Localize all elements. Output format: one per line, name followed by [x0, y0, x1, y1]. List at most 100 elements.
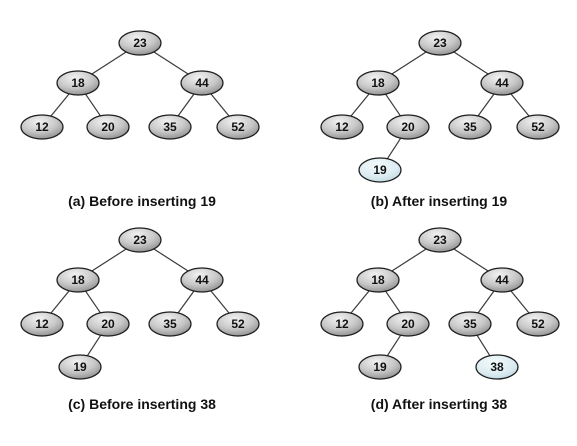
tree-node-23: 23 [418, 227, 462, 253]
tree-node-23: 23 [418, 30, 462, 56]
node-oval [418, 227, 462, 253]
node-oval [386, 114, 430, 140]
tree-edge-44-35 [477, 290, 495, 314]
node-oval [56, 267, 100, 293]
node-oval [180, 70, 224, 96]
node-value: 23 [133, 36, 147, 50]
tree-node-18: 18 [56, 267, 100, 293]
node-value: 44 [495, 76, 509, 90]
node-value: 52 [231, 120, 245, 134]
tree-edge-44-52 [210, 93, 230, 117]
node-value: 12 [35, 317, 49, 331]
node-value: 12 [335, 317, 349, 331]
node-oval [358, 354, 402, 380]
node-oval [320, 114, 364, 140]
tree-edge-44-35 [177, 93, 195, 117]
tree-edge-23-44 [153, 248, 189, 272]
tree-edge-23-44 [153, 51, 189, 75]
tree-node-52: 52 [216, 311, 260, 337]
tree-edge-18-20 [85, 290, 101, 314]
tree-edge-18-20 [385, 290, 401, 314]
tree-node-44: 44 [480, 70, 524, 96]
node-oval [20, 114, 64, 140]
tree-node-52: 52 [516, 311, 560, 337]
tree-node-19: 19 [358, 354, 402, 380]
node-oval [480, 267, 524, 293]
tree-node-20: 20 [386, 311, 430, 337]
panel-c-caption: (c) Before inserting 38 [68, 396, 216, 412]
tree-node-35: 35 [148, 311, 192, 337]
tree-edge-35-38 [476, 334, 491, 357]
node-oval [58, 354, 102, 380]
tree-edge-44-52 [510, 290, 530, 314]
tree-edge-44-35 [177, 290, 195, 314]
node-value: 20 [101, 120, 115, 134]
node-oval [216, 114, 260, 140]
tree-edge-23-18 [391, 51, 427, 75]
tree-node-44: 44 [480, 267, 524, 293]
node-value: 52 [231, 317, 245, 331]
panel-a: 23 18 44 12 20 35 52 (a) Before inserting 19 [20, 30, 260, 209]
panel-b-edges [350, 51, 530, 160]
tree-node-44: 44 [180, 267, 224, 293]
tree-edge-44-35 [477, 93, 495, 117]
node-value: 35 [163, 120, 177, 134]
tree-edge-18-12 [350, 93, 370, 117]
tree-edge-23-18 [391, 248, 427, 272]
node-oval [448, 311, 492, 337]
tree-node-20: 20 [86, 311, 130, 337]
node-value: 12 [335, 120, 349, 134]
tree-node-12: 12 [320, 311, 364, 337]
tree-edge-44-52 [210, 290, 230, 314]
node-oval [86, 311, 130, 337]
panel-d-caption: (d) After inserting 38 [371, 396, 508, 412]
node-oval [448, 114, 492, 140]
tree-edge-20-19 [86, 334, 102, 357]
panel-a-caption: (a) Before inserting 19 [68, 193, 216, 209]
tree-node-52: 52 [516, 114, 560, 140]
node-oval [20, 311, 64, 337]
tree-node-12: 12 [20, 114, 64, 140]
tree-node-35: 35 [148, 114, 192, 140]
tree-node-12: 12 [320, 114, 364, 140]
node-value: 35 [463, 317, 477, 331]
tree-node-23: 23 [118, 30, 162, 56]
node-value: 44 [195, 273, 209, 287]
node-oval [148, 114, 192, 140]
tree-node-19: 19 [358, 157, 402, 183]
inserted-node-oval [475, 354, 519, 380]
panel-a-nodes: 23 18 44 12 20 35 52 [20, 30, 260, 140]
tree-edge-23-18 [91, 51, 127, 75]
tree-node-18: 18 [56, 70, 100, 96]
tree-node-44: 44 [180, 70, 224, 96]
tree-edge-18-20 [85, 93, 101, 117]
node-value: 35 [163, 317, 177, 331]
node-value: 18 [371, 76, 385, 90]
tree-edge-23-44 [453, 248, 489, 272]
panel-a-edges [50, 51, 230, 117]
tree-edge-18-12 [50, 93, 70, 117]
node-value: 52 [531, 120, 545, 134]
node-value: 23 [433, 233, 447, 247]
node-value: 52 [531, 317, 545, 331]
tree-node-18: 18 [356, 70, 400, 96]
node-value: 20 [401, 317, 415, 331]
node-value: 18 [71, 76, 85, 90]
tree-node-12: 12 [20, 311, 64, 337]
node-value: 44 [195, 76, 209, 90]
node-oval [516, 311, 560, 337]
node-value: 18 [71, 273, 85, 287]
node-value: 38 [490, 360, 504, 374]
node-oval [386, 311, 430, 337]
tree-node-19: 19 [58, 354, 102, 380]
node-oval [418, 30, 462, 56]
tree-edge-18-12 [350, 290, 370, 314]
node-oval [216, 311, 260, 337]
panel-d-edges [350, 248, 530, 357]
node-value: 19 [73, 360, 87, 374]
node-oval [118, 227, 162, 253]
